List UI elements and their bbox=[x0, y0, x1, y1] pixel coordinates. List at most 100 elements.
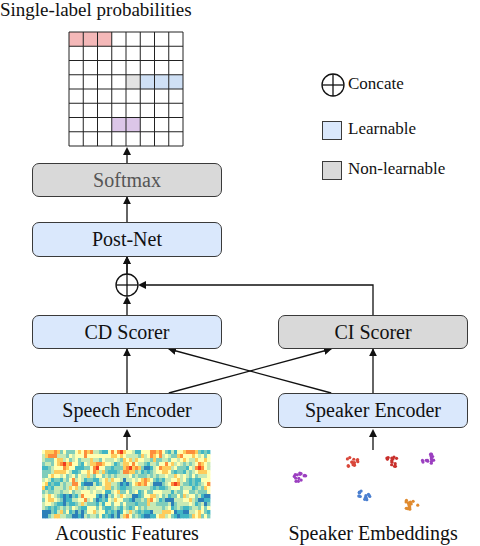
spectrogram-cell bbox=[186, 494, 189, 498]
embedding-point bbox=[416, 504, 419, 507]
spectrogram-cell bbox=[135, 490, 138, 494]
spectrogram-cell bbox=[75, 470, 78, 474]
spectrogram-cell bbox=[147, 482, 150, 486]
spectrogram-cell bbox=[120, 514, 123, 518]
embedding-point bbox=[356, 458, 359, 461]
spectrogram-cell bbox=[108, 466, 111, 470]
spectrogram-cell bbox=[63, 458, 66, 462]
spectrogram-cell bbox=[135, 510, 138, 514]
spectrogram-cell bbox=[81, 458, 84, 462]
spectrogram-cell bbox=[174, 514, 177, 518]
spectrogram-cell bbox=[96, 510, 99, 514]
spectrogram-cell bbox=[144, 486, 147, 490]
spectrogram-cell bbox=[129, 514, 132, 518]
spectrogram-cell bbox=[207, 506, 210, 510]
spectrogram-cell bbox=[45, 498, 48, 502]
spectrogram-cell bbox=[186, 458, 189, 462]
spectrogram-cell bbox=[168, 490, 171, 494]
spectrogram-cell bbox=[72, 482, 75, 486]
spectrogram-cell bbox=[54, 466, 57, 470]
spectrogram-cell bbox=[96, 514, 99, 518]
spectrogram-cell bbox=[84, 474, 87, 478]
spectrogram-cell bbox=[159, 470, 162, 474]
spectrogram-cell bbox=[147, 454, 150, 458]
spectrogram-cell bbox=[198, 494, 201, 498]
spectrogram-cell bbox=[75, 498, 78, 502]
spectrogram-cell bbox=[195, 502, 198, 506]
spectrogram-cell bbox=[102, 486, 105, 490]
spectrogram-cell bbox=[72, 454, 75, 458]
spectrogram-cell bbox=[153, 510, 156, 514]
spectrogram-cell bbox=[201, 486, 204, 490]
spectrogram-cell bbox=[195, 482, 198, 486]
grid-cell bbox=[126, 118, 140, 132]
spectrogram-cell bbox=[147, 462, 150, 466]
spectrogram-cell bbox=[42, 478, 45, 482]
spectrogram-cell bbox=[96, 458, 99, 462]
legend-plus bbox=[332, 74, 333, 96]
spectrogram-cell bbox=[123, 462, 126, 466]
spectrogram-cell bbox=[96, 450, 99, 454]
spectrogram-cell bbox=[153, 486, 156, 490]
spectrogram-cell bbox=[114, 510, 117, 514]
embedding-point bbox=[353, 463, 356, 466]
spectrogram-cell bbox=[147, 486, 150, 490]
spectrogram-cell bbox=[159, 510, 162, 514]
spectrogram-cell bbox=[96, 490, 99, 494]
spectrogram-cell bbox=[54, 486, 57, 490]
spectrogram-cell bbox=[42, 510, 45, 514]
spectrogram-cell bbox=[78, 458, 81, 462]
spectrogram-cell bbox=[156, 498, 159, 502]
spectrogram-cell bbox=[147, 510, 150, 514]
spectrogram-cell bbox=[111, 478, 114, 482]
spectrogram-cell bbox=[48, 494, 51, 498]
grid-line bbox=[69, 103, 183, 104]
spectrogram-cell bbox=[150, 458, 153, 462]
spectrogram-cell bbox=[96, 466, 99, 470]
spectrogram-cell bbox=[147, 478, 150, 482]
spectrogram-cell bbox=[180, 478, 183, 482]
spectrogram-cell bbox=[126, 506, 129, 510]
spectrogram-cell bbox=[138, 450, 141, 454]
embedding-point bbox=[358, 491, 361, 494]
spectrogram-cell bbox=[72, 502, 75, 506]
spectrogram-cell bbox=[45, 514, 48, 518]
spectrogram-cell bbox=[48, 454, 51, 458]
spectrogram-cell bbox=[102, 482, 105, 486]
spectrogram-cell bbox=[108, 482, 111, 486]
spectrogram-cell bbox=[207, 466, 210, 470]
spectrogram-cell bbox=[159, 450, 162, 454]
spectrogram-cell bbox=[102, 510, 105, 514]
embedding-point bbox=[425, 459, 428, 462]
spectrogram-cell bbox=[156, 470, 159, 474]
spectrogram-cell bbox=[69, 454, 72, 458]
spectrogram-cell bbox=[81, 486, 84, 490]
spectrogram-cell bbox=[60, 470, 63, 474]
spectrogram-cell bbox=[192, 498, 195, 502]
spectrogram-cell bbox=[186, 486, 189, 490]
spectrogram-cell bbox=[114, 474, 117, 478]
spectrogram-cell bbox=[138, 470, 141, 474]
spectrogram-cell bbox=[81, 498, 84, 502]
spectrogram-cell bbox=[204, 506, 207, 510]
spectrogram-cell bbox=[69, 494, 72, 498]
spectrogram-cell bbox=[114, 470, 117, 474]
spectrogram-cell bbox=[195, 514, 198, 518]
embedding-point bbox=[357, 494, 360, 497]
spectrogram-cell bbox=[81, 474, 84, 478]
spectrogram-cell bbox=[93, 498, 96, 502]
spectrogram-cell bbox=[60, 498, 63, 502]
spectrogram-cell bbox=[93, 506, 96, 510]
spectrogram-cell bbox=[96, 474, 99, 478]
spectrogram-cell bbox=[69, 514, 72, 518]
spectrogram-cell bbox=[66, 514, 69, 518]
embedding-point bbox=[430, 460, 433, 463]
spectrogram-cell bbox=[69, 510, 72, 514]
spectrogram-cell bbox=[111, 486, 114, 490]
spectrogram-cell bbox=[207, 482, 210, 486]
spectrogram-cell bbox=[126, 498, 129, 502]
spectrogram-cell bbox=[51, 490, 54, 494]
spectrogram-cell bbox=[171, 506, 174, 510]
spectrogram-cell bbox=[102, 454, 105, 458]
spectrogram-cell bbox=[60, 454, 63, 458]
